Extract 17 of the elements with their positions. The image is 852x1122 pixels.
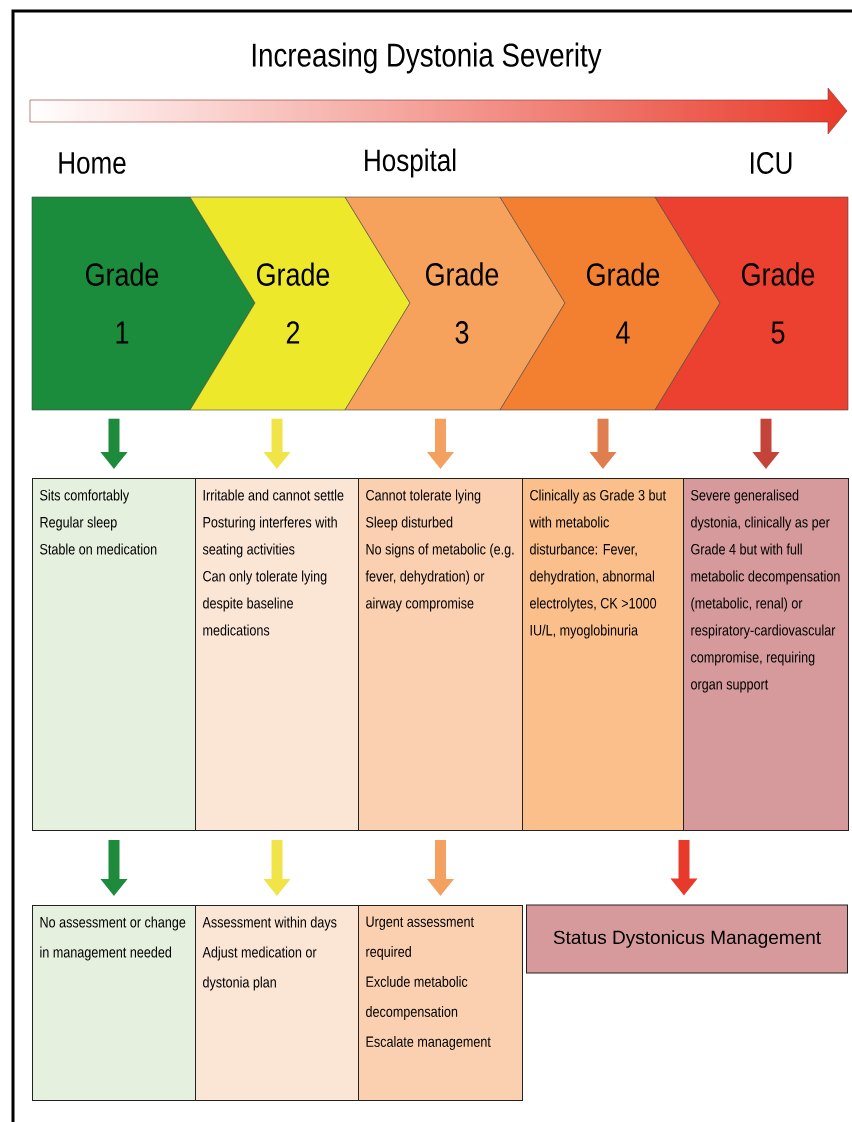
action-box: Assessment within days Adjust medication or dystonia plan xyxy=(195,905,359,1101)
place-label: Hospital xyxy=(365,148,456,178)
description-box: Severe generalised dystonia, clinically as per Grade 4 but with full metabolic decompensation (metabolic, renal) or respiratory-cardiovascular compromise, requiring organ support xyxy=(683,478,849,831)
title: Increasing Dystonia Severity xyxy=(252,42,602,74)
action-box: No assessment or change in management needed xyxy=(32,905,196,1101)
description-box: Clinically as Grade 3 but with metabolic disturbance: Fever, dehydration, abnormal electrolytes, CK >1000 IU/L, myoglobinuria xyxy=(522,478,684,831)
action-box: Urgent assessment required Exclude metabolic decompensation Escalate management xyxy=(358,905,523,1101)
place-label: Home xyxy=(59,152,126,174)
management-box: Status Dystonicus Management xyxy=(526,904,848,974)
grade-panel: Grade 3 xyxy=(344,196,566,411)
description-box: Sits comfortably Regular sleep Stable on medication xyxy=(32,478,196,831)
description-box: Irritable and cannot settle Posturing interferes with seating activities Can only tolerate lying despite baseline medications xyxy=(195,478,359,831)
place-label: ICU xyxy=(751,152,792,174)
grade-panel: Grade 4 xyxy=(499,196,721,411)
grade-panel: Grade 1 xyxy=(31,196,256,411)
description-box: Cannot tolerate lying Sleep disturbed No signs of metabolic (e.g. fever, dehydration) or airway compromise xyxy=(358,478,523,831)
grade-panel: Grade 2 xyxy=(189,196,411,411)
